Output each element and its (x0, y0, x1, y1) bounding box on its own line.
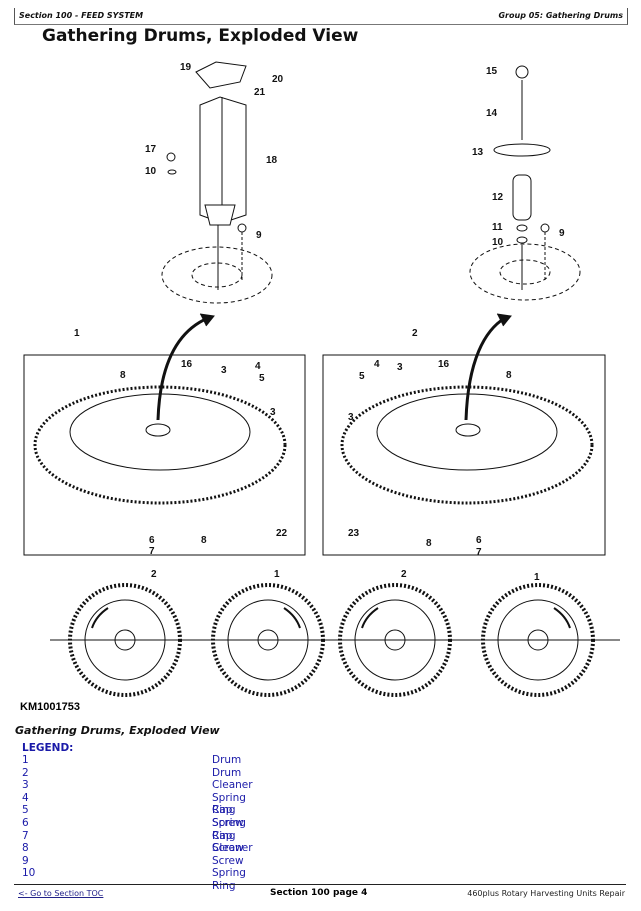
callout: 4 (374, 359, 380, 370)
callout: 17 (145, 144, 157, 155)
legend-description: Cap Screw (212, 804, 244, 829)
callout: 22 (276, 528, 288, 539)
callout: 15 (486, 66, 498, 77)
callout: 1 (534, 572, 540, 583)
legend-item: 7 Cap Screw (22, 829, 244, 855)
page-title: Gathering Drums, Exploded View (42, 26, 359, 46)
legend-number: 2 (22, 766, 29, 779)
legend-number: 9 (22, 854, 29, 867)
figure-caption: Gathering Drums, Exploded View (15, 724, 220, 737)
callout: 16 (438, 359, 450, 370)
legend-heading: LEGEND: (22, 742, 74, 754)
legend-number: 3 (22, 779, 29, 792)
callout: 8 (120, 370, 126, 381)
callout: 6 (149, 535, 155, 546)
callout: 3 (348, 412, 354, 423)
callout: 8 (506, 370, 512, 381)
callout: 19 (180, 62, 192, 73)
callout: 3 (270, 407, 276, 418)
page-header: Section 100 - FEED SYSTEM Group 05: Gath… (14, 8, 628, 25)
callout: 10 (492, 237, 504, 248)
callout: 14 (486, 108, 498, 119)
legend-description: Drum (212, 754, 242, 766)
legend-item: 2 Drum (22, 766, 241, 780)
legend-item: 3 Cleaner (22, 779, 253, 792)
legend-item: 5 Cap Screw (22, 804, 244, 829)
callout: 3 (221, 365, 227, 376)
drum-2-box (322, 354, 606, 556)
legend-description: Drum (212, 766, 242, 779)
group-label: Group 05: Gathering Drums (498, 11, 623, 20)
legend-item: 8 Cleaner (22, 842, 253, 855)
callouts: 19 20 21 18 17 10 9 15 14 13 12 11 10 9 … (74, 62, 565, 583)
callout: 1 (74, 328, 80, 339)
legend-description: Spring Ring (212, 816, 246, 842)
drum-1-box (23, 354, 306, 556)
callout: 16 (181, 359, 193, 370)
legend-description: Spring Ring (212, 791, 246, 817)
figure-id: KM1001753 (20, 701, 80, 713)
callout: 5 (359, 371, 365, 382)
legend-item: 10 Spring Ring (22, 867, 246, 892)
legend-number: 6 (22, 816, 29, 829)
callout: 2 (151, 569, 157, 580)
section-label: Section 100 - FEED SYSTEM (19, 11, 144, 20)
callout: 2 (412, 328, 418, 339)
legend-description: Spring Ring (212, 867, 246, 892)
callout: 5 (259, 373, 265, 384)
callout: 1 (274, 569, 280, 580)
legend-description: Screw (212, 854, 244, 867)
legend-description: Cleaner (212, 779, 253, 792)
legend-item: 6 Spring Ring (22, 816, 246, 842)
callout: 6 (476, 535, 482, 546)
callout: 9 (559, 228, 565, 239)
callout: 2 (401, 569, 407, 580)
legend-number: 10 (22, 867, 36, 880)
legend-number: 8 (22, 842, 29, 855)
callout: 23 (348, 528, 360, 539)
callout: 10 (145, 166, 157, 177)
callout: 21 (254, 87, 266, 98)
callout: 8 (201, 535, 207, 546)
callout: 3 (397, 362, 403, 373)
callout: 11 (492, 222, 503, 233)
callout: 7 (149, 546, 155, 557)
footer-divider (14, 884, 626, 885)
section-toc-link[interactable]: <- Go to Section TOC (18, 889, 104, 898)
legend-description: Cleaner (212, 842, 253, 855)
callout: 13 (472, 147, 484, 158)
callout: 18 (266, 155, 278, 166)
page-number: Section 100 page 4 (270, 888, 368, 898)
legend-number: 5 (22, 804, 29, 817)
legend-description: Cap Screw (212, 829, 244, 855)
book-title: 460plus Rotary Harvesting Units Repair (467, 889, 625, 898)
callout: 8 (426, 538, 432, 549)
callout: 4 (255, 361, 261, 372)
callout: 9 (256, 230, 262, 241)
legend-number: 4 (22, 791, 29, 804)
callout: 12 (492, 192, 504, 203)
legend-item: 4 Spring Ring (22, 791, 246, 817)
callout: 7 (476, 547, 482, 558)
exploded-view-diagram: 19 20 21 18 17 10 9 15 14 13 12 11 10 9 … (23, 61, 620, 697)
legend-item: 1 Drum (22, 754, 241, 767)
legend-number: 1 (22, 754, 29, 766)
legend-number: 7 (22, 829, 29, 842)
callout: 20 (272, 74, 284, 85)
legend-item: 9 Screw (22, 854, 244, 868)
